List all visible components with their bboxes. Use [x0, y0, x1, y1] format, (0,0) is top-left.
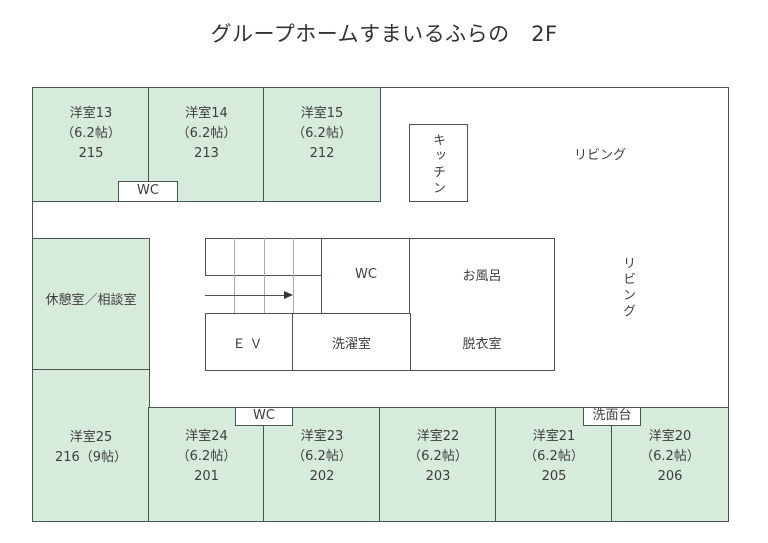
room-name: 洋室21 [532, 429, 576, 444]
room-name: 洋室20 [648, 429, 692, 444]
room-number: 205 [541, 469, 567, 484]
room-22[interactable]: 洋室22 （6.2帖） 203 [379, 407, 497, 522]
room-20[interactable]: 洋室20 （6.2帖） 206 [611, 407, 729, 522]
room-name: 洋室23 [300, 429, 344, 444]
laundry-label: 洗濯室 [331, 337, 371, 352]
living-label-top: リビング [573, 148, 626, 163]
stair-arrow-line [205, 295, 285, 296]
bath-dressing[interactable]: お風呂 脱衣室 [409, 238, 555, 371]
room-number: 202 [309, 469, 335, 484]
room-size: （6.2帖） [524, 449, 584, 464]
kitchen-label: キッチン [430, 133, 445, 197]
room-size: （6.2帖） [640, 449, 700, 464]
room-name: 洋室13 [69, 106, 113, 121]
top-wc[interactable]: WC [118, 181, 178, 202]
room-name: 洋室25 [69, 430, 113, 445]
room-number: 201 [194, 469, 219, 484]
elevator[interactable]: ＥＶ [205, 313, 294, 371]
living-label-right: リビング [620, 256, 635, 320]
room-21[interactable]: 洋室21 （6.2帖） 205 [495, 407, 613, 522]
room-name: 洋室14 [185, 106, 228, 121]
core-wc[interactable]: WC [321, 238, 411, 315]
room-size: （6.2帖） [408, 449, 468, 464]
stair-tread [264, 238, 265, 314]
room-number: 213 [194, 146, 219, 161]
room-size: （6.2帖） [292, 126, 352, 141]
room-13[interactable]: 洋室13 （6.2帖） 215 [32, 87, 150, 202]
room-name: 洋室22 [416, 429, 460, 444]
lounge[interactable]: 休憩室／相談室 [32, 238, 150, 371]
room-24[interactable]: 洋室24 （6.2帖） 201 [148, 407, 265, 522]
room-number: 212 [309, 146, 335, 161]
elevator-label: ＥＶ [232, 337, 267, 352]
room-detail: 216（9帖） [54, 450, 128, 465]
kitchen[interactable]: キッチン [409, 124, 468, 202]
bath-label: お風呂 [462, 269, 502, 284]
dressing-label: 脱衣室 [462, 337, 502, 352]
room-size: （6.2帖） [292, 449, 352, 464]
room-25[interactable]: 洋室25 216（9帖） [32, 369, 150, 522]
core-wc-label: WC [355, 267, 377, 282]
room-size: （6.2帖） [176, 126, 237, 141]
room-size: （6.2帖） [61, 126, 121, 141]
room-size: （6.2帖） [176, 449, 237, 464]
room-number: 206 [657, 469, 683, 484]
room-23[interactable]: 洋室23 （6.2帖） 202 [263, 407, 381, 522]
laundry-room[interactable]: 洗濯室 [292, 313, 411, 371]
room-name: 洋室15 [300, 106, 344, 121]
room-15[interactable]: 洋室15 （6.2帖） 212 [263, 87, 381, 202]
stair-tread [293, 238, 294, 314]
lounge-label: 休憩室／相談室 [45, 293, 137, 308]
room-number: 203 [425, 469, 451, 484]
stair-arrow-icon [284, 291, 293, 299]
bottom-wc[interactable]: WC [235, 407, 293, 426]
stair-tread [234, 238, 235, 314]
room-name: 洋室24 [185, 429, 228, 444]
room-number: 215 [78, 146, 104, 161]
washstand[interactable]: 洗面台 [583, 407, 641, 426]
floor-plan-title: グループホームすまいるふらの 2F [210, 22, 558, 46]
